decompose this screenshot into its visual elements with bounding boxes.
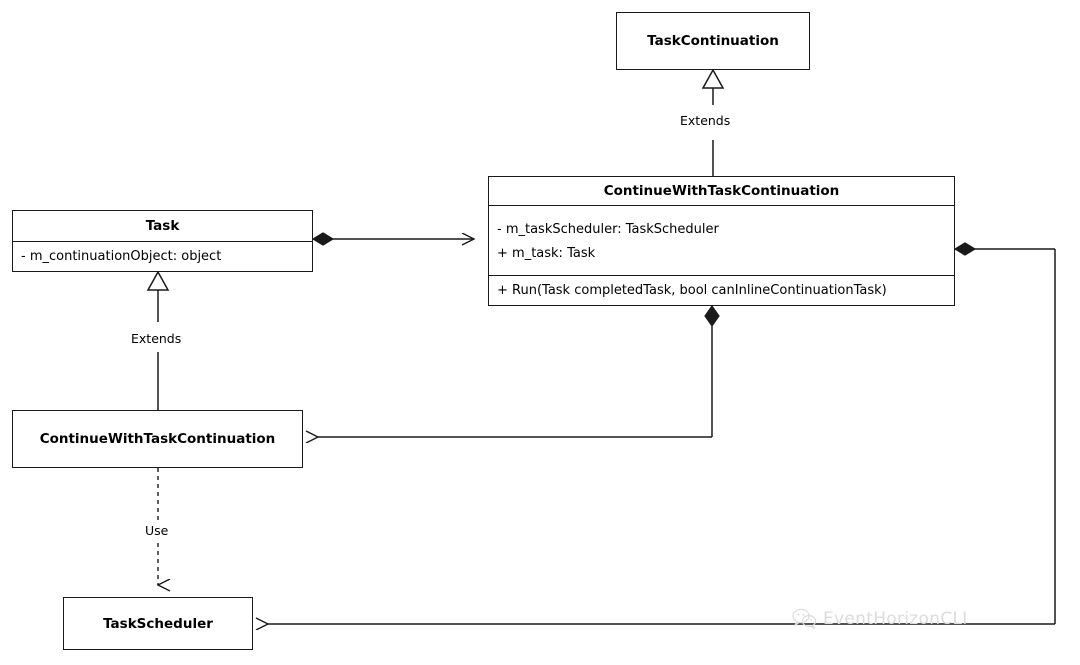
class-attribute: - m_taskScheduler: TaskScheduler xyxy=(497,222,719,238)
class-attribute: - m_continuationObject: object xyxy=(21,248,222,264)
class-attributes-main: - m_taskScheduler: TaskScheduler + m_tas… xyxy=(489,205,954,275)
class-box-task[interactable]: Task - m_continuationObject: object xyxy=(12,210,313,272)
class-name-continue-with-task-continuation-main: ContinueWithTaskContinuation xyxy=(603,183,840,200)
class-name-task-scheduler: TaskScheduler xyxy=(103,615,213,632)
class-name-task: Task xyxy=(145,217,180,234)
composition-main-to-lower xyxy=(318,304,720,437)
class-name-continue-with-task-continuation-lower: ContinueWithTaskContinuation xyxy=(39,431,276,447)
edge-label-extends-left: Extends xyxy=(128,331,185,346)
class-box-task-scheduler[interactable]: TaskScheduler xyxy=(63,597,253,650)
class-operation: + Run(Task completedTask, bool canInline… xyxy=(497,283,887,299)
class-operations-main: + Run(Task completedTask, bool canInline… xyxy=(489,275,954,305)
class-box-continue-with-task-continuation-main[interactable]: ContinueWithTaskContinuation - m_taskSch… xyxy=(488,176,955,306)
class-attribute: + m_task: Task xyxy=(497,245,596,261)
edge-label-use: Use xyxy=(142,523,172,538)
class-attributes-task: - m_continuationObject: object xyxy=(13,240,312,271)
generalization-lower-to-task xyxy=(146,270,170,410)
composition-main-to-taskscheduler xyxy=(268,242,1056,624)
class-name-task-continuation: TaskContinuation xyxy=(647,33,779,49)
generalization-main-to-taskcontinuation xyxy=(701,68,725,176)
edge-label-extends-top: Extends xyxy=(677,113,734,128)
composition-task-to-main xyxy=(311,232,474,246)
class-box-continue-with-task-continuation-lower[interactable]: ContinueWithTaskContinuation xyxy=(12,410,303,468)
class-box-task-continuation[interactable]: TaskContinuation xyxy=(616,12,810,70)
